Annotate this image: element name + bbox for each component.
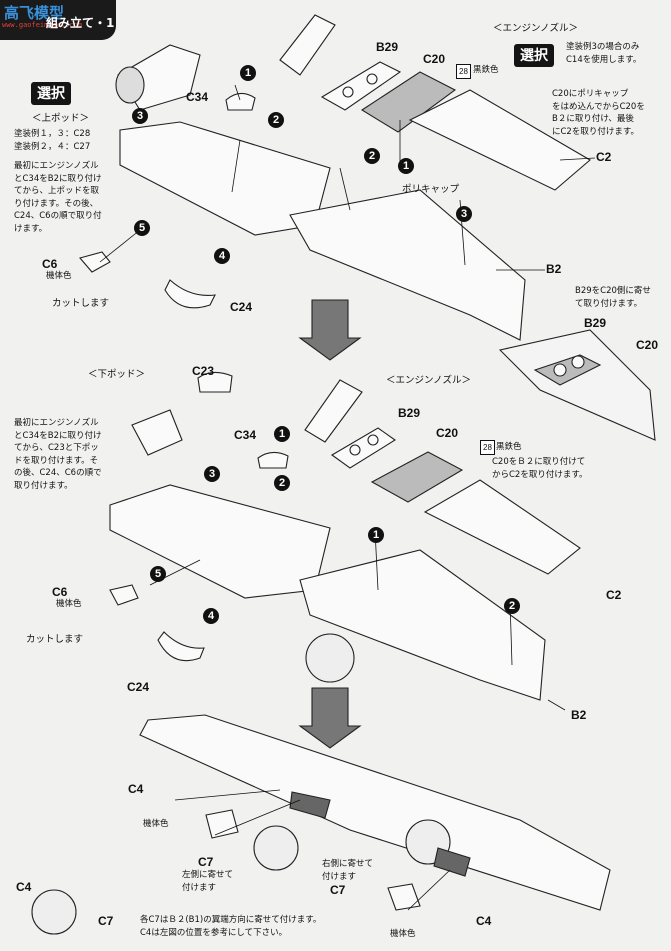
c20-part-2 [370, 451, 464, 503]
site-url: www.gaofeimodel.com [2, 21, 83, 29]
part-label-c7-right: C7 [330, 883, 346, 897]
assembled-wing [139, 714, 611, 911]
step1-instruction: 最初にエンジンノズルとC34をB2に取り付けてから、上ポッドを取 り付けます。そ… [14, 161, 102, 234]
part-label-c24: C24 [230, 300, 253, 314]
part-label-b29: B29 [376, 40, 399, 54]
paint-scheme-line1: 塗装例１，３：C28 [14, 129, 91, 139]
step-marker-1: 1 [240, 65, 256, 81]
lower-pod-label: ＜下ポッド＞ [88, 369, 146, 380]
step-marker-3b: 3 [456, 206, 472, 222]
step-marker-1b: 1 [398, 158, 414, 174]
body-color-label-2: 機体色 [56, 599, 82, 609]
left-align-note: 左側に寄せて付けます [182, 870, 234, 893]
poly-cap-note: C20にポリキャップをはめ込んでからC20を B２に取り付け、最後にC2を取り付… [552, 89, 645, 137]
part-label-b2: B2 [546, 262, 562, 276]
c20-note: C20をＢ２に取り付けてからC2を取り付けます。 [492, 457, 588, 480]
step2-instruction: 最初にエンジンノズルとC34をB2に取り付けてから、C23と下ポッ ドを取り付け… [14, 418, 102, 491]
engine-nozzle-part-2 [304, 379, 363, 443]
c2-part [408, 89, 591, 191]
page-header-logo: 高飞模型 www.gaofeimodel.com 組み立て・1 [0, 0, 116, 40]
c2-part-2 [423, 479, 581, 575]
part-label-b2-2: B2 [571, 708, 587, 722]
select-badge-left: 選択 [31, 82, 71, 105]
step-marker-5: 5 [134, 220, 150, 236]
step2-marker-4: 4 [203, 608, 219, 624]
b2-part-2 [299, 549, 546, 701]
poly-cap-label: ポリキャップ [402, 184, 460, 195]
b29-part-2 [330, 427, 396, 469]
step-marker-4: 4 [214, 248, 230, 264]
part-label-b29-2: B29 [398, 406, 421, 420]
paint-code-badge: 28 [456, 64, 471, 79]
part-label-c7-mid: C7 [198, 855, 214, 869]
paint-name: 黒鉄色 [473, 65, 499, 75]
step2-marker-1b: 1 [368, 527, 384, 543]
cut-label-2: カットします [26, 634, 84, 645]
part-label-c4-right: C4 [476, 914, 492, 928]
part-label-c2-2: C2 [606, 588, 622, 602]
select-badge-right: 選択 [514, 44, 554, 67]
wing-left-lower [109, 484, 331, 599]
part-label-c7-left: C7 [98, 914, 114, 928]
b29-note: B29をC20側に寄せて取り付けます。 [575, 286, 651, 309]
body-color-label-4: 機体色 [390, 929, 416, 939]
part-label-c2: C2 [596, 150, 612, 164]
engine-nozzle-part [279, 14, 336, 76]
paint-name-2: 黒鉄色 [496, 442, 522, 452]
c34-part-2 [257, 451, 289, 469]
paint-code-badge-2: 28 [480, 440, 495, 455]
part-label-b29-inset: B29 [584, 316, 607, 330]
step2-marker-5: 5 [150, 566, 166, 582]
engine-nozzle-label: ＜エンジンノズル＞ [493, 23, 579, 34]
page-title: 組み立て・1 [46, 16, 115, 30]
part-label-c6-2: C6 [52, 585, 68, 599]
b2-part [289, 189, 526, 341]
step3-bottom-note: 各C7はＢ２(B1)の翼端方向に寄せて付けます。C4は左図の位置を参考にして下さ… [140, 915, 322, 938]
step2-marker-1: 1 [274, 426, 290, 442]
part-label-c20: C20 [423, 52, 446, 66]
step2-marker-2b: 2 [504, 598, 520, 614]
paint-scheme-line2: 塗装例２，４：C27 [14, 142, 91, 152]
part-label-c34-2: C34 [234, 428, 257, 442]
part-label-c34: C34 [186, 90, 209, 104]
site-logo: 高飞模型 [4, 4, 65, 22]
part-label-c4-left: C4 [16, 880, 32, 894]
part-label-c20-inset: C20 [636, 338, 659, 352]
body-color-label: 機体色 [46, 271, 72, 281]
part-label-c4-top: C4 [128, 782, 144, 796]
step2-marker-3: 3 [204, 466, 220, 482]
step2-marker-2: 2 [274, 475, 290, 491]
upper-pod-label: ＜上ポッド＞ [32, 113, 90, 124]
cut-label: カットします [52, 298, 110, 309]
engine-nozzle-label-2: ＜エンジンノズル＞ [386, 375, 472, 386]
b29-part [320, 61, 402, 111]
step-marker-3: 3 [132, 108, 148, 124]
step-marker-2b: 2 [364, 148, 380, 164]
lower-pod-part [131, 409, 183, 456]
part-label-c6: C6 [42, 257, 58, 271]
part-label-c24-2: C24 [127, 680, 150, 694]
part-label-c20-2: C20 [436, 426, 459, 440]
step-marker-2: 2 [268, 112, 284, 128]
body-color-label-3: 機体色 [143, 819, 169, 829]
c23-part [197, 371, 233, 393]
right-align-note: 右側に寄せて付けます [322, 859, 374, 882]
part-label-c23: C23 [192, 364, 215, 378]
c20-part [360, 71, 457, 133]
c34-part [225, 92, 256, 111]
